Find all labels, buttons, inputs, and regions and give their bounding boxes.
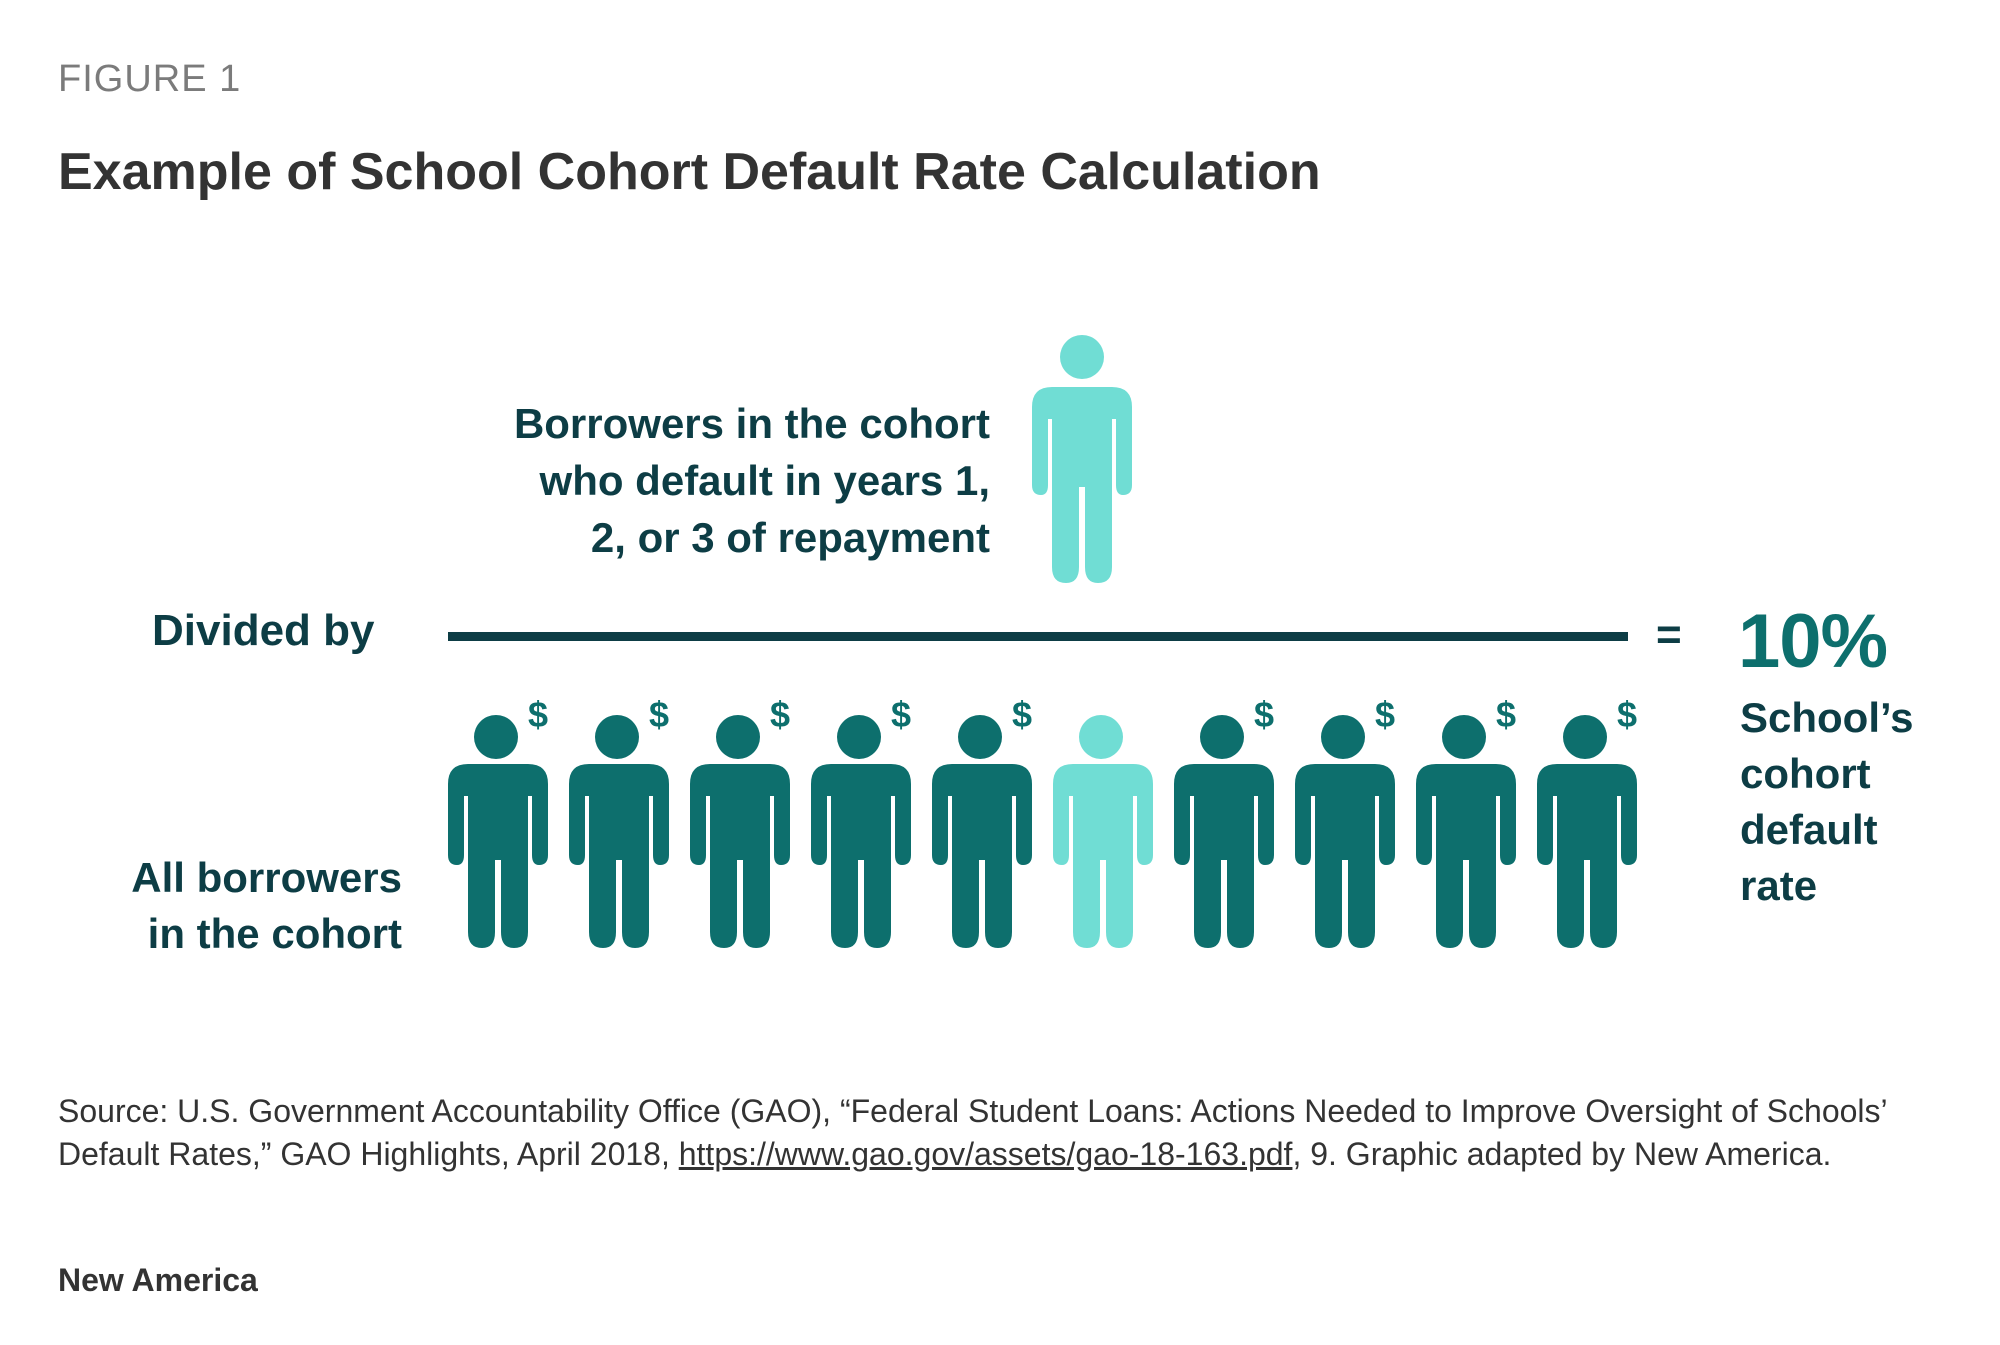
rate-label-line: default: [1740, 806, 1878, 853]
person-head: [1200, 715, 1244, 759]
borrower-icon: $: [448, 700, 548, 948]
person-head: [1563, 715, 1607, 759]
dollar-sign-icon: $: [528, 700, 548, 735]
borrower-icon: $: [569, 700, 669, 948]
figure-label: FIGURE 1: [58, 58, 242, 100]
person-head: [716, 715, 760, 759]
borrower-icon: $: [1537, 700, 1637, 948]
numerator-line: Borrowers in the cohort: [513, 400, 990, 447]
borrower-icon: $: [932, 700, 1032, 948]
numerator-line: 2, or 3 of repayment: [590, 514, 990, 561]
figure-title: Example of School Cohort Default Rate Ca…: [58, 143, 1321, 201]
person-head: [595, 715, 639, 759]
dollar-sign-icon: $: [1375, 700, 1395, 735]
person-head: [1079, 715, 1123, 759]
source-text: Source: U.S. Government Accountability O…: [58, 1093, 1887, 1172]
dollar-sign-icon: $: [649, 700, 669, 735]
person-body: [811, 764, 911, 948]
brand-credit: New America: [58, 1262, 258, 1298]
divided-by-label: Divided by: [152, 606, 375, 655]
person-head: [958, 715, 1002, 759]
person-body: [1537, 764, 1637, 948]
source-note: Source: U.S. Government Accountability O…: [58, 1090, 1958, 1176]
default-rate-label: School’s cohort default rate: [1740, 690, 1913, 914]
dollar-sign-icon: $: [1617, 700, 1637, 735]
borrower-icon: $: [690, 700, 790, 948]
rate-label-line: School’s: [1740, 694, 1914, 741]
denominator-line: in the cohort: [147, 910, 402, 957]
person-head: [474, 715, 518, 759]
rate-label-line: rate: [1740, 862, 1818, 909]
dollar-sign-icon: $: [1012, 700, 1032, 735]
borrower-icon: $: [1295, 700, 1395, 948]
person-body: [932, 764, 1032, 948]
defaulting-borrower-icon: [1053, 715, 1153, 948]
dollar-sign-icon: $: [1254, 700, 1274, 735]
borrower-icon: $: [1174, 700, 1274, 948]
fraction-bar: [448, 632, 1628, 641]
person-head: [1321, 715, 1365, 759]
person-body: [1174, 764, 1274, 948]
person-body: [569, 764, 669, 948]
person-body: [690, 764, 790, 948]
dollar-sign-icon: $: [1496, 700, 1516, 735]
person-body: [1295, 764, 1395, 948]
person-head: [1442, 715, 1486, 759]
numerator-line: who default in years 1,: [539, 457, 990, 504]
default-rate-value: 10%: [1738, 599, 1888, 684]
rate-label-line: cohort: [1740, 750, 1871, 797]
person-head: [837, 715, 881, 759]
person-body: [1053, 764, 1153, 948]
borrower-icon: $: [811, 700, 911, 948]
dollar-sign-icon: $: [891, 700, 911, 735]
source-link[interactable]: https://www.gao.gov/assets/gao-18-163.pd…: [678, 1136, 1293, 1172]
defaulting-borrower-icon: [1032, 335, 1132, 583]
person-body: [448, 764, 548, 948]
numerator-label: Borrowers in the cohort who default in y…: [370, 395, 990, 566]
denominator-label: All borrowers in the cohort: [60, 850, 402, 962]
equals-sign: =: [1656, 610, 1682, 659]
borrower-icon: $: [1416, 700, 1516, 948]
person-body: [1416, 764, 1516, 948]
dollar-sign-icon: $: [770, 700, 790, 735]
denominator-line: All borrowers: [131, 854, 402, 901]
source-suffix: , 9. Graphic adapted by New America.: [1292, 1136, 1832, 1172]
